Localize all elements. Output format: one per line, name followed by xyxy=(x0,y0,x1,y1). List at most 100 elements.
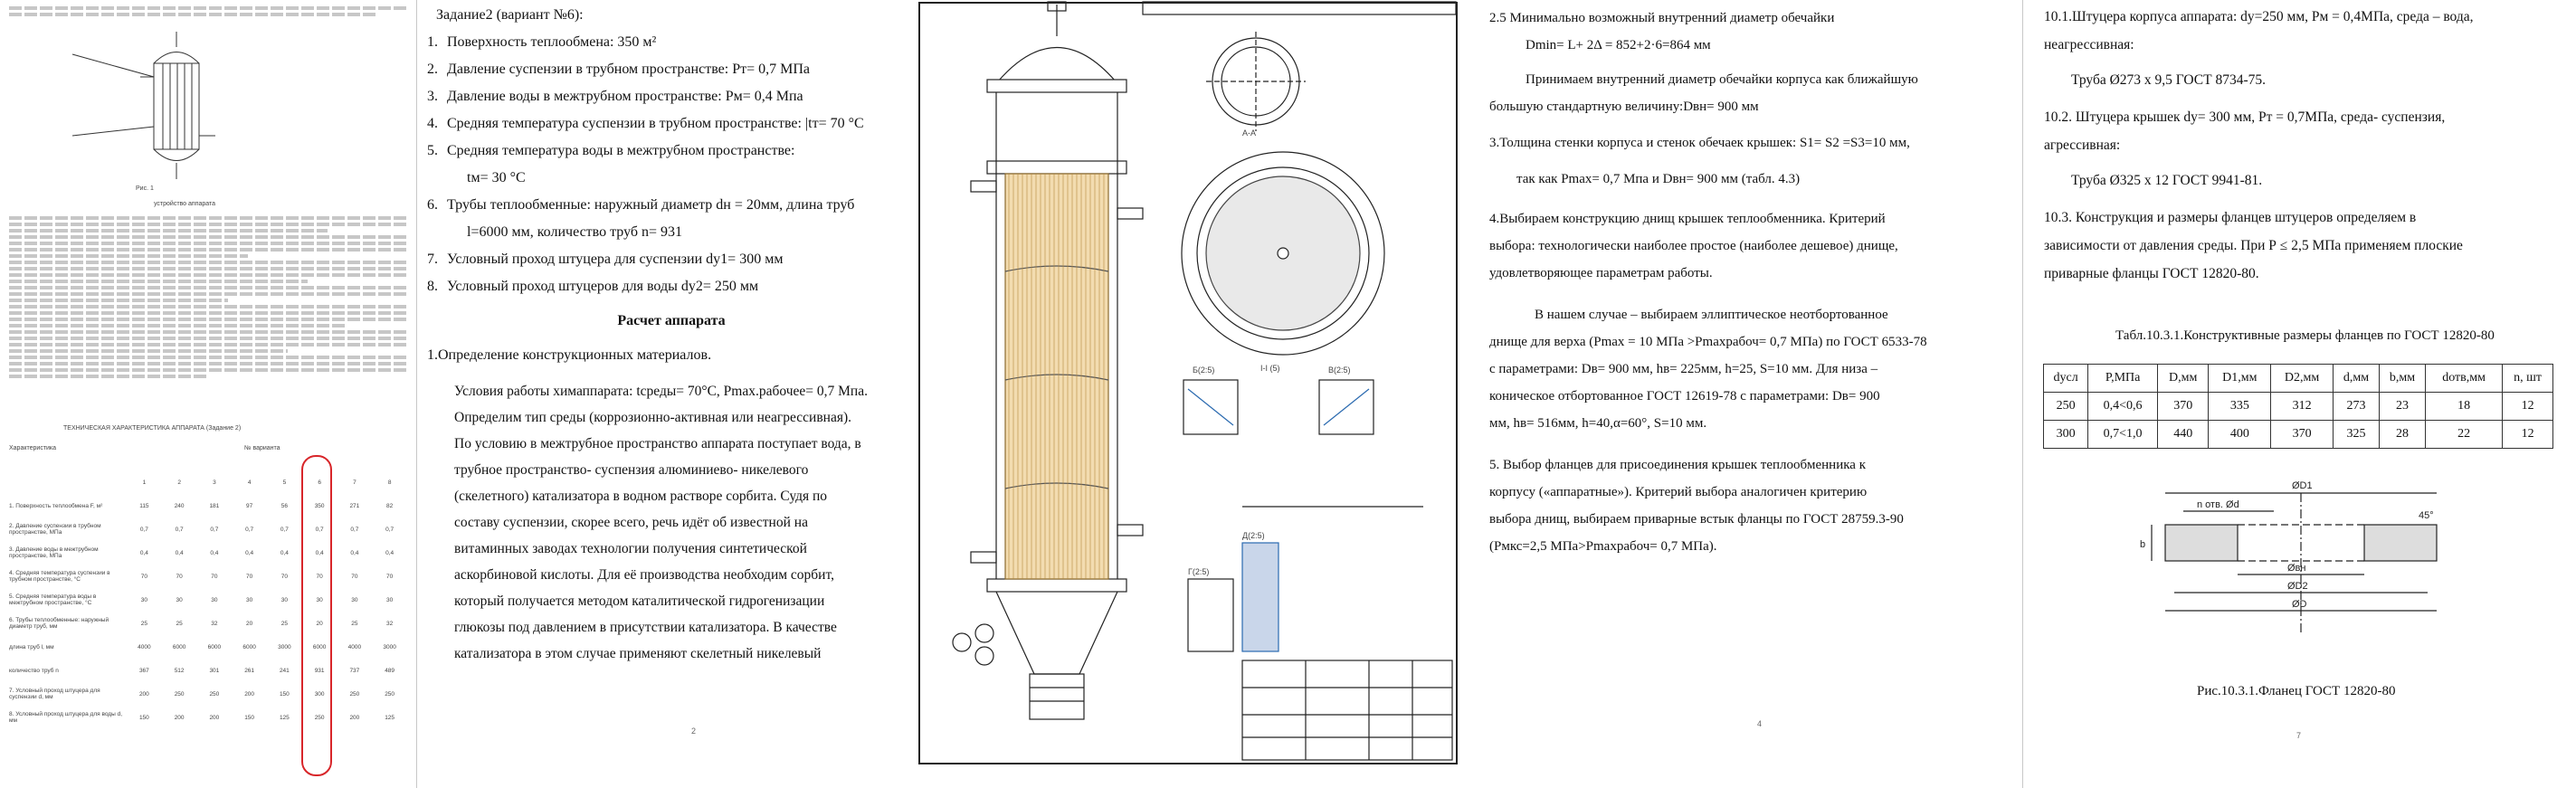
task-item-text: l=6000 мм, количество труб n= 931 xyxy=(467,224,683,240)
table-cell: 0,4 xyxy=(245,549,254,556)
paragraph-line: который получается методом каталитическо… xyxy=(454,593,825,609)
handout-text-body xyxy=(9,214,407,381)
table-cell: 367 xyxy=(138,667,149,674)
variant-number: 8 xyxy=(387,479,392,486)
table-cell: 325 xyxy=(2332,420,2380,449)
table-cell: 0,7 xyxy=(385,526,394,533)
task-item: 7.Условный проход штуцера для суспензии … xyxy=(427,246,916,273)
task-item-number: 2. xyxy=(427,62,438,77)
table-header-cell: dотв,мм xyxy=(2425,364,2504,393)
table-cell: 273 xyxy=(2332,392,2380,421)
text-line: приварные фланцы ГОСТ 12820-80. xyxy=(2044,266,2259,281)
table-cell: 4000 xyxy=(347,643,362,650)
text-line: большую стандартную величину:Dвн= 900 мм xyxy=(1489,100,1759,114)
task-item: 6.Трубы теплообменные: наружный диаметр … xyxy=(427,192,916,219)
text-line: Dmin= L+ 2Δ = 852+2·6=864 мм xyxy=(1526,38,1711,52)
text-line: днище для верха (Рmax = 10 МПа >Рmaxрабо… xyxy=(1489,335,1927,349)
page-diameter: 2.5 Минимально возможный внутренний диам… xyxy=(1477,0,2018,788)
table-cell: 70 xyxy=(316,573,323,580)
table-cell: 97 xyxy=(246,502,253,509)
table-cell: 125 xyxy=(385,714,395,721)
apparatus-drawing: А-А I-I (5) Б(2:5) В(2:5) Г(2:5) Д(2:5) xyxy=(952,1,1457,761)
table-row: 7. Условный проход штуцера для суспензии… xyxy=(9,682,407,706)
table-cell: 32 xyxy=(386,620,394,627)
table-cell: 18 xyxy=(2425,392,2504,421)
table-cell: 0,7 xyxy=(350,526,359,533)
table-cell: 200 xyxy=(349,714,360,721)
table-cell: 70 xyxy=(211,573,218,580)
task-item-number: 1. xyxy=(427,34,438,50)
table-cell: 440 xyxy=(2156,420,2210,449)
table-cell: 250 xyxy=(349,690,360,698)
task-item: 1.Поверхность теплообмена: 350 м² xyxy=(427,29,916,56)
table-cell: 737 xyxy=(349,667,360,674)
row-name: длина труб l, мм xyxy=(9,643,54,650)
table-cell: 0,7 xyxy=(280,526,289,533)
table-cell: 82 xyxy=(386,502,394,509)
table-cell: 200 xyxy=(174,714,185,721)
table-cell: 3000 xyxy=(383,643,396,650)
table-cell: 250 xyxy=(314,714,325,721)
task-item-text: tм= 30 °С xyxy=(467,170,526,185)
label-detail-g: Г(2:5) xyxy=(1188,567,1209,576)
text-line: 3.Толщина стенки корпуса и стенок обечае… xyxy=(1489,136,1910,150)
task-item-text: Средняя температура суспензии в трубном … xyxy=(447,116,864,131)
table-cell: 0,7 xyxy=(315,526,324,533)
table-cell: 25 xyxy=(351,620,358,627)
table-cell: 25 xyxy=(140,620,147,627)
task-item: 8.Условный проход штуцеров для воды dy2=… xyxy=(427,273,916,300)
paragraph-line: По условию в межтрубное пространство апп… xyxy=(454,436,861,451)
task-item: 2.Давление суспензии в трубном пространс… xyxy=(427,56,916,83)
table-cell: 200 xyxy=(138,690,149,698)
page-drawing: А-А I-I (5) Б(2:5) В(2:5) Г(2:5) Д(2:5) xyxy=(917,0,1459,788)
table-cell: 350 xyxy=(314,502,325,509)
task-item-number: 8. xyxy=(427,279,438,294)
table-cell: 312 xyxy=(2270,392,2334,421)
table-cell: 261 xyxy=(244,667,255,674)
row-name: 2. Давление суспензии в трубном простран… xyxy=(9,523,101,536)
table-row: 5. Средняя температура воды в межтрубном… xyxy=(9,588,407,612)
task-item: tм= 30 °С xyxy=(427,165,916,192)
table-cell: 4000 xyxy=(138,643,151,650)
table-cell: 6000 xyxy=(242,643,256,650)
task-block: Задание2 (вариант №6): 1.Поверхность теп… xyxy=(427,2,916,667)
row-name: 1. Поверхность теплообмена F, м² xyxy=(9,502,103,509)
table-cell: 20 xyxy=(246,620,253,627)
dim-d2: ØD2 xyxy=(2287,581,2308,592)
table-cell: 0,4 xyxy=(175,549,184,556)
table-cell: 70 xyxy=(280,573,288,580)
table-cell: 0,7 xyxy=(210,526,219,533)
table-cell: 250 xyxy=(174,690,185,698)
paragraph-line: Определим тип среды (коррозионно-активна… xyxy=(454,410,851,425)
task-item-number: 3. xyxy=(427,89,438,104)
table-cell: 0,4 xyxy=(210,549,219,556)
text-line: коническое отбортованное ГОСТ 12619-78 с… xyxy=(1489,389,1880,403)
page-handout: Рис. 1 устройство аппарата ТЕХНИЧЕСКАЯ Х… xyxy=(0,0,416,788)
table-cell: 12 xyxy=(2502,392,2553,421)
label-view-ii: I-I (5) xyxy=(1260,364,1280,373)
table-cell: 200 xyxy=(209,714,220,721)
table-cell: 0,4<0,6 xyxy=(2087,392,2158,421)
table-cell: 6000 xyxy=(207,643,222,650)
table-cell: 20 xyxy=(316,620,323,627)
section-heading: Расчет аппарата xyxy=(617,313,726,328)
dim-d: ØD xyxy=(2292,599,2307,610)
variant-number: 2 xyxy=(177,479,181,486)
text-line: В нашем случае – выбираем эллиптическое … xyxy=(1535,308,1888,322)
table-cell: 70 xyxy=(246,573,253,580)
table-cell: 6000 xyxy=(172,643,186,650)
flange-table-caption: Табл.10.3.1.Конструктивные размеры фланц… xyxy=(2115,328,2495,343)
text-line: агрессивная: xyxy=(2044,138,2121,153)
dim-holes: n отв. Ød xyxy=(2197,499,2239,510)
table-cell: 30 xyxy=(211,596,218,603)
table-cell: 70 xyxy=(140,573,147,580)
table-cell: 0,7 xyxy=(139,526,148,533)
flange-figure-caption: Рис.10.3.1.Фланец ГОСТ 12820-80 xyxy=(2197,684,2396,698)
text-line: Принимаем внутренний диаметр обечайки ко… xyxy=(1526,72,1918,87)
task-item-text: Условный проход штуцера для суспензии dy… xyxy=(447,252,784,267)
table-cell: 56 xyxy=(280,502,288,509)
